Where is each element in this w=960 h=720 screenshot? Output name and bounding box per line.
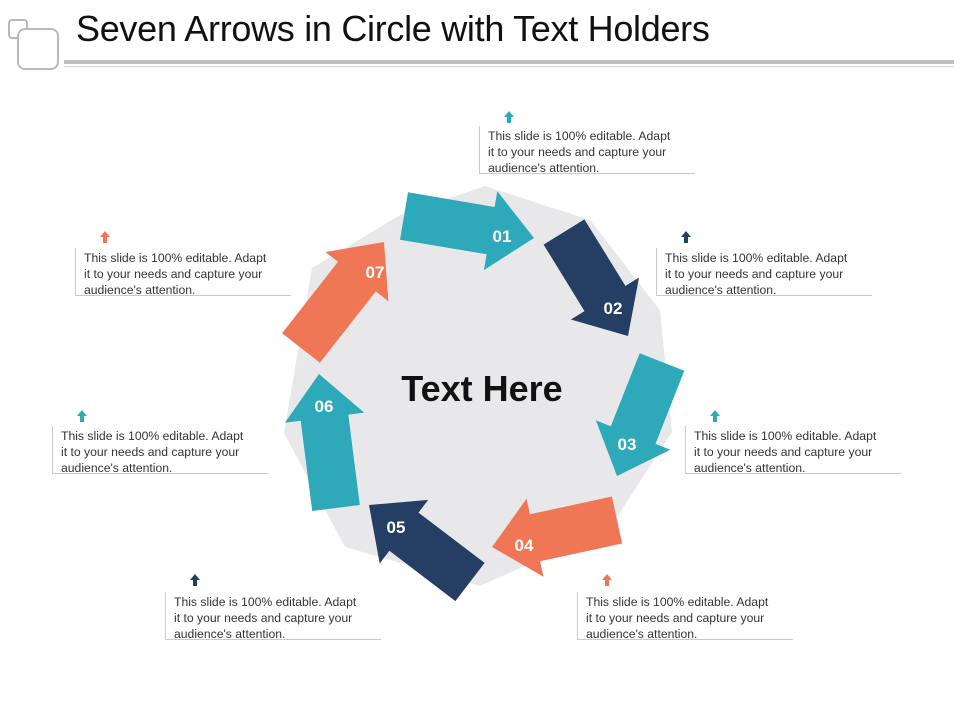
cycle-arrow-label-05: 05 <box>387 518 406 537</box>
cycle-arrow-label-06: 06 <box>315 397 334 416</box>
cycle-arrow-06 <box>284 374 365 511</box>
page-title: Seven Arrows in Circle with Text Holders <box>76 8 710 49</box>
cycle-arrow-label-04: 04 <box>515 536 534 555</box>
text-holder-02-line-1: This slide is 100% editable. Adapt <box>665 251 848 265</box>
text-holder-03-line-1: This slide is 100% editable. Adapt <box>694 429 877 443</box>
arrow-up-icon <box>504 111 514 123</box>
cycle-arrow-05 <box>369 499 485 602</box>
center-text: Text Here <box>401 368 563 409</box>
text-holder-06-line-1: This slide is 100% editable. Adapt <box>61 429 244 443</box>
text-holder-04: This slide is 100% editable. Adapt it to… <box>577 592 793 641</box>
arrow-up-icon <box>100 231 110 243</box>
cycle-arrow-02 <box>543 219 639 336</box>
text-holder-06-line-3: audience's attention. <box>61 461 173 475</box>
title-divider-thin <box>64 66 954 67</box>
text-holder-02: This slide is 100% editable. Adapt it to… <box>656 248 872 297</box>
cycle-arrow-label-02: 02 <box>604 299 623 318</box>
arrow-up-icon <box>190 574 200 586</box>
cycle-arrow-label-07: 07 <box>366 263 385 282</box>
text-holder-04-line-2: it to your needs and capture your <box>586 611 765 625</box>
text-holder-05-line-1: This slide is 100% editable. Adapt <box>174 595 357 609</box>
text-holder-06: This slide is 100% editable. Adapt it to… <box>52 426 268 475</box>
title-divider <box>64 60 954 64</box>
text-holder-03: This slide is 100% editable. Adapt it to… <box>685 426 901 475</box>
text-holder-01-line-1: This slide is 100% editable. Adapt <box>488 129 671 143</box>
cycle-arrow-label-01: 01 <box>493 227 512 246</box>
text-holder-07: This slide is 100% editable. Adapt it to… <box>75 248 291 297</box>
text-holder-07-line-3: audience's attention. <box>84 283 196 297</box>
text-holder-01-line-2: it to your needs and capture your <box>488 145 667 159</box>
arrow-up-icon <box>602 574 612 586</box>
logo-square-large-icon <box>17 28 59 70</box>
text-holder-04-line-1: This slide is 100% editable. Adapt <box>586 595 769 609</box>
text-holder-04-line-3: audience's attention. <box>586 627 698 641</box>
text-holder-01: This slide is 100% editable. Adapt it to… <box>479 126 695 175</box>
text-holder-05-line-2: it to your needs and capture your <box>174 611 353 625</box>
cycle-arrow-07 <box>282 242 389 363</box>
cycle-arrow-03 <box>595 353 685 476</box>
arrow-up-icon <box>681 231 691 243</box>
text-holder-07-line-2: it to your needs and capture your <box>84 267 263 281</box>
arrow-up-icon <box>77 410 87 422</box>
text-holder-06-line-2: it to your needs and capture your <box>61 445 240 459</box>
cycle-arrow-04 <box>492 496 623 577</box>
text-holder-03-line-2: it to your needs and capture your <box>694 445 873 459</box>
text-holder-05: This slide is 100% editable. Adapt it to… <box>165 592 381 641</box>
text-holder-07-line-1: This slide is 100% editable. Adapt <box>84 251 267 265</box>
text-holder-05-line-3: audience's attention. <box>174 627 286 641</box>
cycle-arrow-label-03: 03 <box>618 435 637 454</box>
text-holder-02-line-3: audience's attention. <box>665 283 777 297</box>
cycle-arrow-01 <box>400 191 534 271</box>
text-holder-01-line-3: audience's attention. <box>488 161 600 175</box>
text-holder-03-line-3: audience's attention. <box>694 461 806 475</box>
arrow-up-icon <box>710 410 720 422</box>
text-holder-02-line-2: it to your needs and capture your <box>665 267 844 281</box>
